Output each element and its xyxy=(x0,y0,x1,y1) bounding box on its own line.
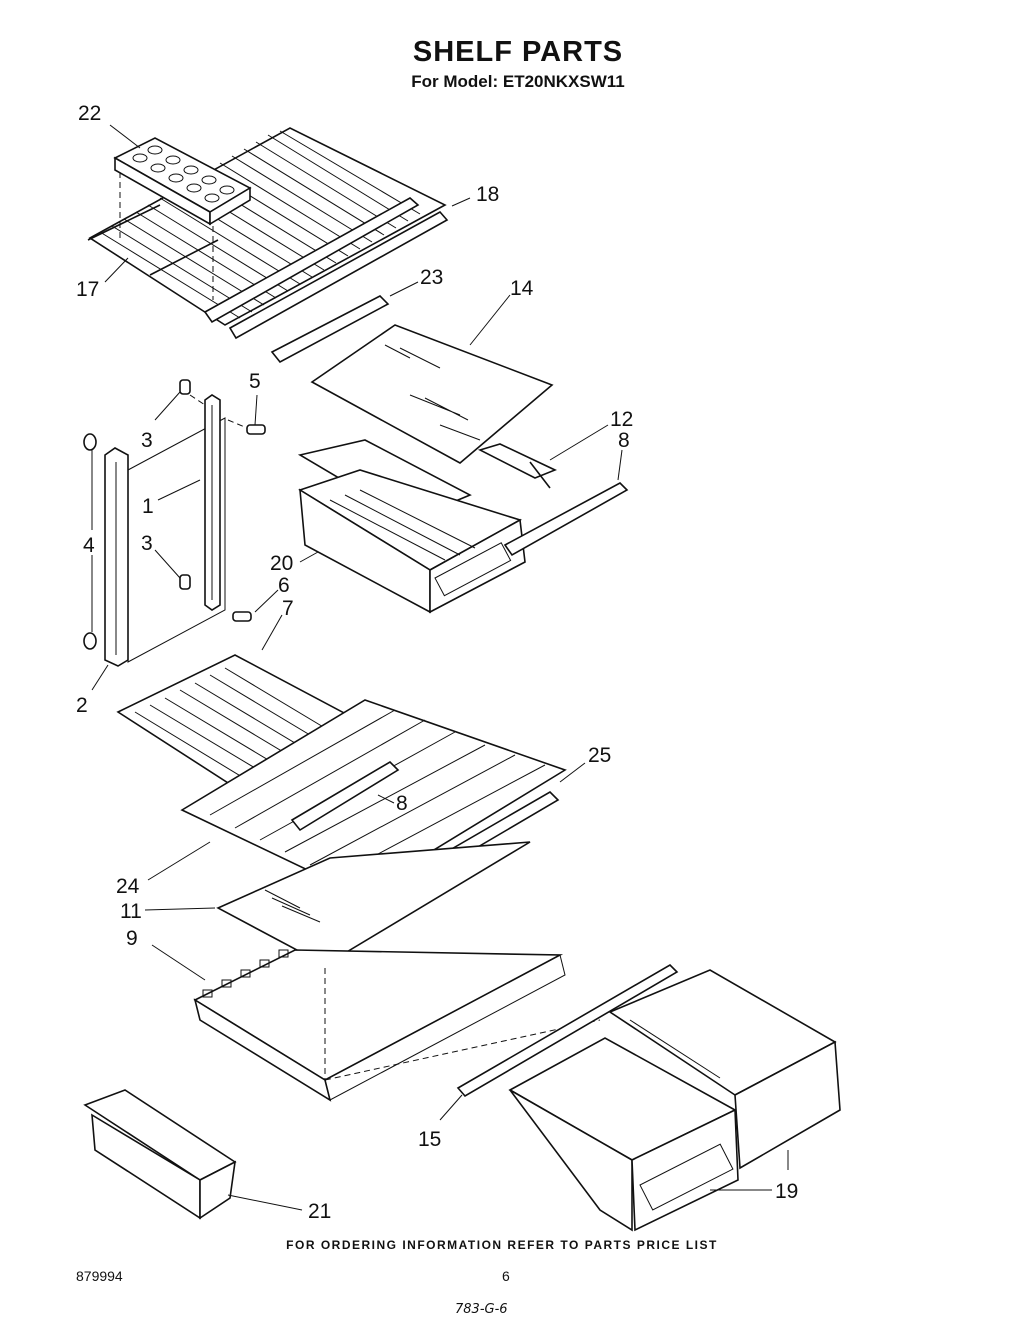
ladder-hardware xyxy=(83,379,266,650)
callout-2: 2 xyxy=(76,694,88,717)
crisper-drawer-right xyxy=(608,969,841,1170)
leader-lines xyxy=(91,124,789,1211)
glass-shelf-14 xyxy=(310,324,554,464)
page-number: 6 xyxy=(502,1268,510,1284)
callout-24: 24 xyxy=(116,875,140,898)
freezer-wire-shelf xyxy=(87,127,447,326)
callout-5: 5 xyxy=(249,370,261,393)
callout-4: 4 xyxy=(83,534,95,557)
callout-3-lower: 3 xyxy=(141,532,153,555)
model-subtitle: For Model: ET20NKXSW11 xyxy=(411,72,625,91)
door-bin-21 xyxy=(83,1089,237,1220)
drawer-rail-8 xyxy=(503,482,629,557)
crisper-frame-9 xyxy=(193,949,601,1102)
meat-pan-drawer xyxy=(298,469,526,614)
callout-17: 17 xyxy=(76,278,99,301)
callout-8-lower: 8 xyxy=(396,792,408,815)
callout-20: 20 xyxy=(270,552,293,575)
shelf-ladder-2 xyxy=(104,417,226,667)
callout-3-upper: 3 xyxy=(141,429,153,452)
crisper-rail-15 xyxy=(456,963,679,1098)
shelf-trim-18 xyxy=(203,197,449,340)
callout-19: 19 xyxy=(775,1180,798,1203)
ice-cube-tray xyxy=(113,137,252,300)
callout-7: 7 xyxy=(282,597,294,620)
shelf-trim-8 xyxy=(290,760,400,832)
callout-21: 21 xyxy=(308,1200,331,1223)
callout-14: 14 xyxy=(510,277,534,300)
shelf-ladder-1 xyxy=(204,394,221,611)
callout-6: 6 xyxy=(278,574,290,597)
callout-18: 18 xyxy=(476,183,499,206)
crisper-cover-glass xyxy=(216,841,531,966)
document-number: 879994 xyxy=(76,1268,123,1284)
callout-8-upper: 8 xyxy=(618,429,630,452)
callout-25: 25 xyxy=(588,744,611,767)
ordering-note: FOR ORDERING INFORMATION REFER TO PARTS … xyxy=(286,1238,718,1252)
callout-1: 1 xyxy=(142,495,154,518)
callout-23: 23 xyxy=(420,266,443,289)
callout-11: 11 xyxy=(120,900,142,923)
callout-12: 12 xyxy=(610,408,633,431)
handwritten-code: 783-G-6 xyxy=(455,1302,508,1317)
callout-9: 9 xyxy=(126,927,138,950)
callout-22: 22 xyxy=(78,102,101,125)
callout-15: 15 xyxy=(418,1128,441,1151)
page-title: SHELF PARTS xyxy=(412,36,624,68)
crisper-drawer-left xyxy=(508,1037,739,1232)
shelf-trim-23 xyxy=(270,295,390,364)
